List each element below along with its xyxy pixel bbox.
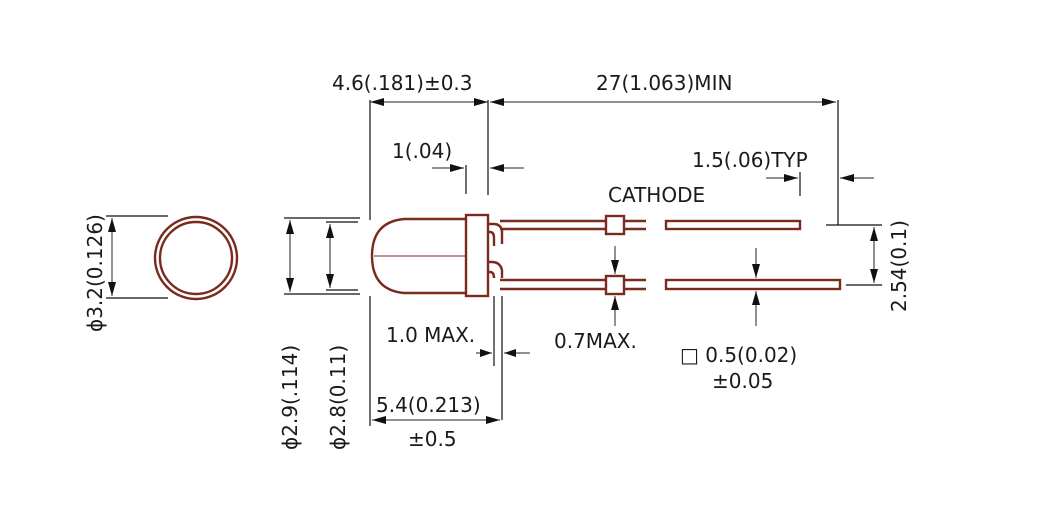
- lead-top-kink: [604, 214, 626, 236]
- arrow: [286, 220, 294, 234]
- lead-bottom-kink: [604, 274, 626, 296]
- arrow: [840, 174, 854, 182]
- cathode-label: CATHODE: [608, 183, 705, 207]
- arrow: [286, 278, 294, 292]
- arrow: [450, 164, 464, 172]
- lead-length-label: 27(1.063)MIN: [596, 71, 732, 95]
- arrow: [752, 264, 760, 278]
- arrow: [370, 98, 384, 106]
- arrow: [752, 291, 760, 305]
- flange: [464, 213, 490, 298]
- overall-label-1: 5.4(0.213): [376, 393, 481, 417]
- end-view-outer-circle: [153, 215, 239, 301]
- end-view-inner-circle: [158, 220, 234, 296]
- arrow: [870, 269, 878, 283]
- lead-bottom-bend-inner: [488, 270, 496, 279]
- flange-max-label: 1.0 MAX.: [386, 323, 475, 347]
- lead-sq-label-1: □ 0.5(0.02): [680, 343, 797, 367]
- body-length-label: 4.6(.181)±0.3: [332, 71, 473, 95]
- dia-flange-label: ϕ3.2(0.126): [83, 214, 107, 332]
- arrow: [504, 349, 516, 357]
- dia-body-label-1: ϕ2.9(.114): [278, 345, 302, 450]
- arrow: [822, 98, 836, 106]
- arrow: [490, 164, 504, 172]
- arrow: [108, 282, 116, 296]
- arrow: [486, 416, 500, 424]
- lead-bottom-bend-outer: [488, 260, 504, 278]
- arrow: [326, 274, 334, 288]
- arrow: [784, 174, 798, 182]
- arrow: [490, 98, 504, 106]
- overall-label-2: ±0.5: [408, 427, 457, 451]
- lens-dome: [370, 217, 466, 295]
- arrow: [108, 218, 116, 232]
- lead-spacing-label: 2.54(0.1): [887, 220, 911, 312]
- arrow: [372, 416, 386, 424]
- lead-bottom-end: [664, 278, 842, 291]
- lead-top-bend-inner: [488, 230, 496, 246]
- arrow: [474, 98, 488, 106]
- lead-sq-label-2: ±0.05: [712, 369, 773, 393]
- kink-max-label: 0.7MAX.: [554, 329, 637, 353]
- arrow: [611, 260, 619, 274]
- flange-label: 1(.04): [392, 139, 452, 163]
- arrow: [870, 227, 878, 241]
- led-body: [370, 213, 490, 298]
- leads: [488, 214, 842, 296]
- arrow: [326, 224, 334, 238]
- end-view: [106, 215, 239, 301]
- lead-end-label: 1.5(.06)TYP: [692, 148, 808, 172]
- arrow: [480, 349, 492, 357]
- dia-body-label-2: ϕ2.8(0.11): [326, 345, 350, 450]
- arrow: [611, 296, 619, 310]
- lead-top-end: [664, 219, 802, 231]
